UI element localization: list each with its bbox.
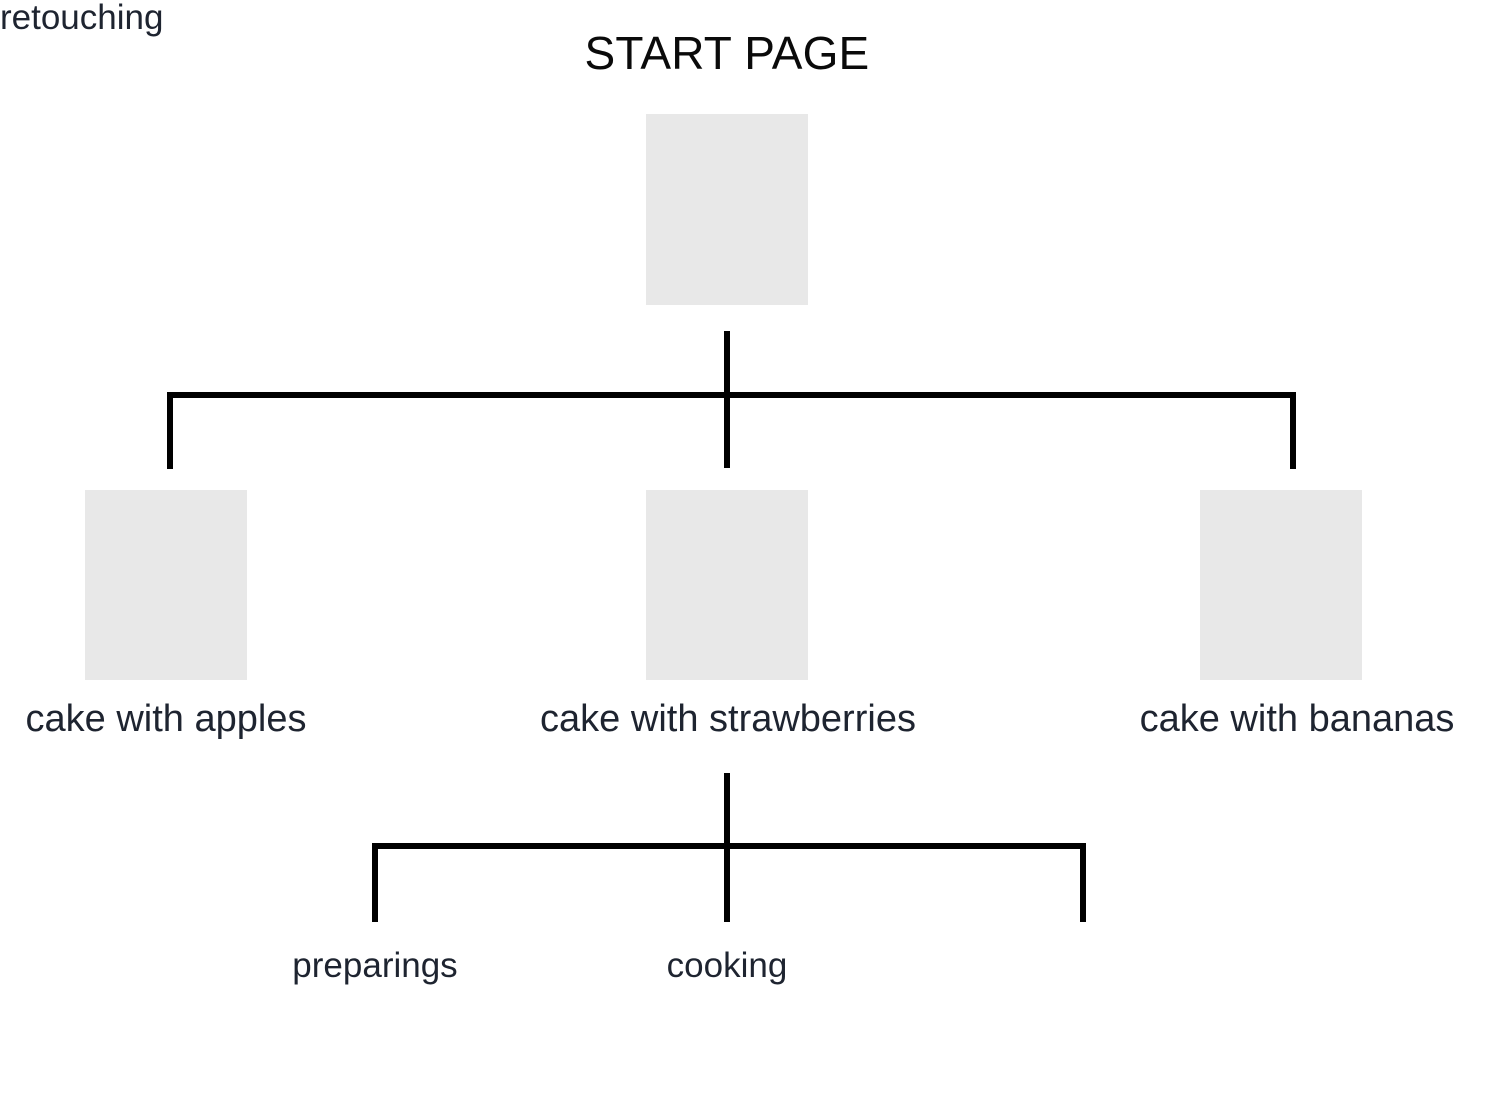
node-label-retouching: retouching: [0, 0, 164, 37]
connector-drop-to-bananas: [1290, 392, 1296, 469]
node-label-cake-with-strawberries: cake with strawberries: [540, 698, 916, 740]
node-image-placeholder-cake-with-bananas: [1200, 490, 1362, 680]
connector-root-stem: [724, 331, 730, 468]
connector-level2-horizontal-bar: [167, 392, 1296, 398]
node-label-cooking: cooking: [666, 946, 788, 985]
page-title: START PAGE: [584, 27, 870, 79]
connector-drop-to-preparings: [372, 843, 378, 922]
node-image-placeholder-cake-with-strawberries: [646, 490, 808, 680]
node-image-placeholder-cake-with-apples: [85, 490, 247, 680]
node-label-cake-with-bananas: cake with bananas: [1139, 698, 1455, 740]
node-label-cake-with-apples: cake with apples: [25, 698, 307, 740]
connector-drop-to-apples: [167, 392, 173, 469]
connector-drop-to-retouching: [1080, 843, 1086, 922]
node-label-preparings: preparings: [292, 946, 458, 985]
connector-level3-horizontal-bar: [372, 843, 1086, 849]
root-node-image-placeholder: [646, 114, 808, 305]
